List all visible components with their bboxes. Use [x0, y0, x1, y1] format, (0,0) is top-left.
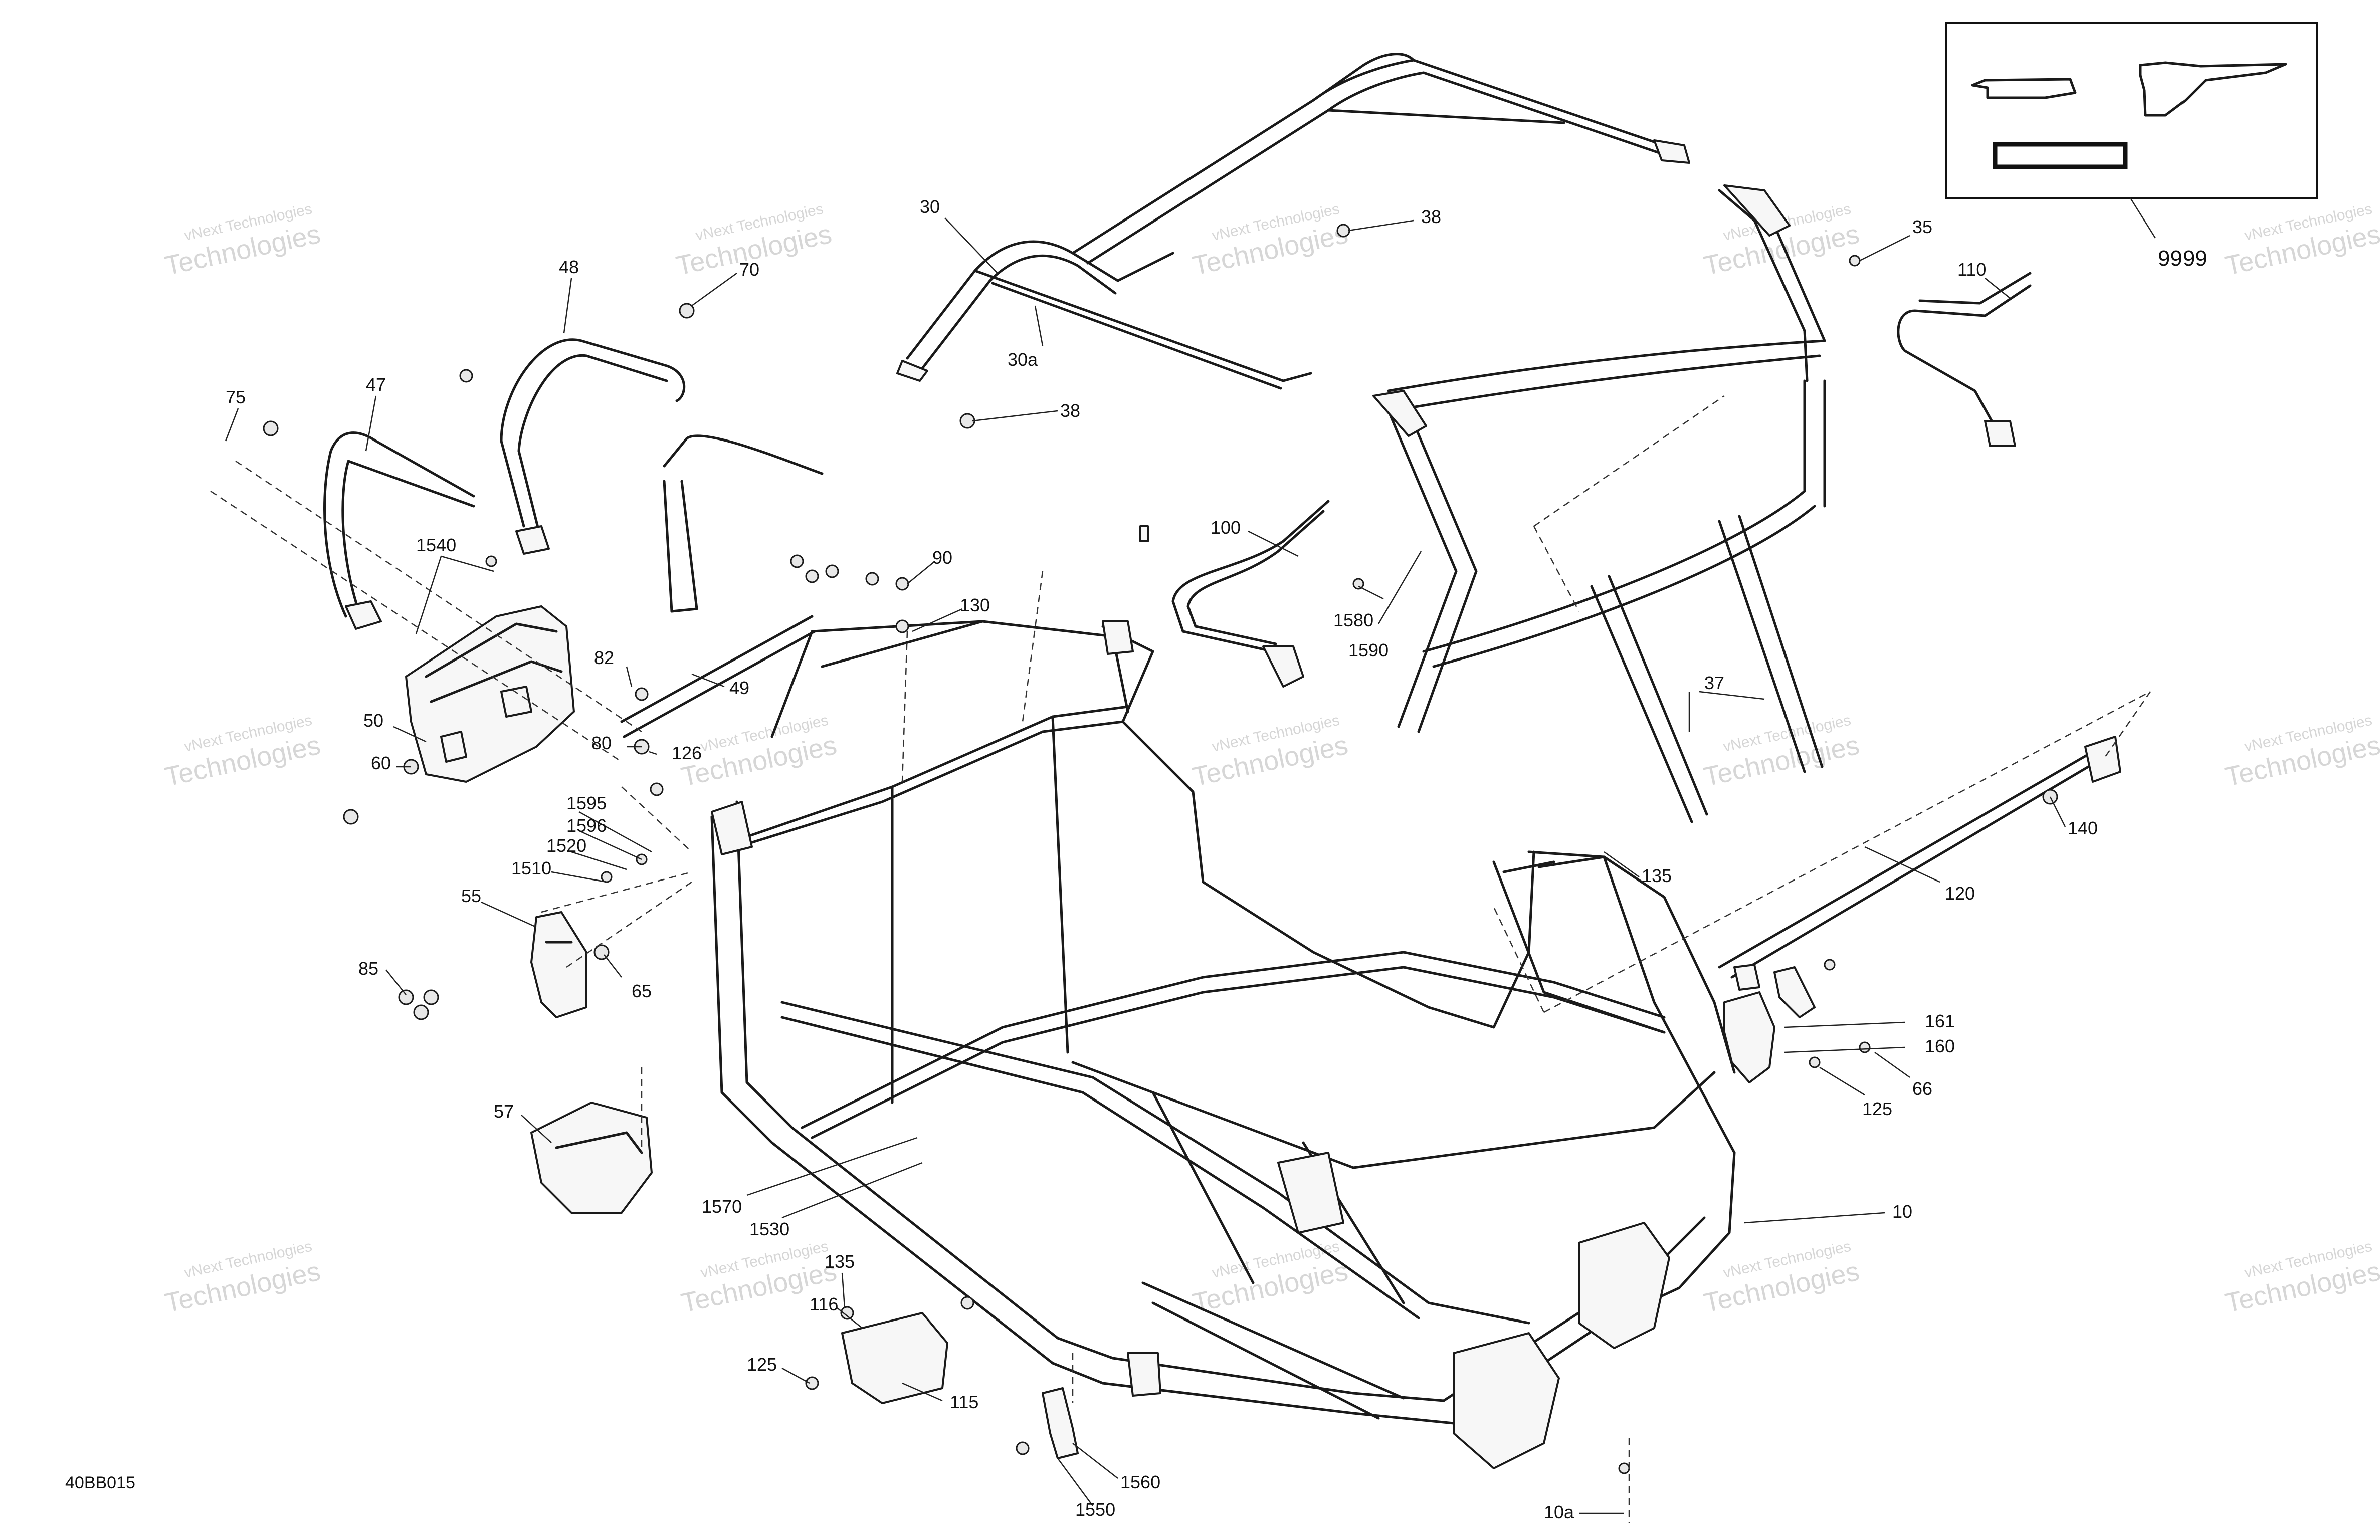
callout-1580: 1580 [1333, 610, 1373, 630]
callout-82: 82 [594, 647, 614, 668]
leader-lines [225, 217, 2066, 1514]
callout-38: 38 [1060, 400, 1080, 421]
watermark: vNext Technologies Technologies [1190, 201, 1351, 281]
callout-66: 66 [1912, 1078, 1932, 1099]
callout-38: 38 [1421, 206, 1441, 227]
watermark: vNext Technologies Technologies [2223, 201, 2380, 281]
callout-130: 130 [960, 595, 990, 615]
callout-1540: 1540 [416, 535, 456, 555]
bracket-161-160[interactable] [1723, 966, 1816, 1083]
callout-49: 49 [729, 678, 749, 698]
watermark: vNext Technologies Technologies [1190, 712, 1351, 792]
callout-10: 10 [1892, 1201, 1912, 1222]
assembly-lines [210, 395, 2151, 1523]
callout-70: 70 [739, 259, 759, 280]
kit-decal-icons [1971, 61, 2287, 169]
callout-115: 115 [950, 1392, 978, 1412]
callout-140: 140 [2068, 818, 2098, 838]
callout-30: 30 [920, 196, 940, 217]
bracket-57[interactable] [530, 1102, 653, 1214]
roll-cage[interactable] [896, 53, 1826, 733]
watermark: vNext Technologies Technologies [162, 712, 323, 792]
watermark: vNext Technologies Technologies [2223, 1238, 2380, 1318]
callout-1520: 1520 [546, 835, 586, 856]
callout-10a: 10a [1544, 1502, 1574, 1522]
callout-1530: 1530 [749, 1219, 789, 1239]
watermark: vNext Technologies Technologies [162, 1238, 323, 1318]
callout-160: 160 [1925, 1036, 1955, 1056]
callout-1596: 1596 [566, 815, 607, 836]
bracket-115[interactable] [841, 1312, 948, 1404]
callout-120: 120 [1945, 883, 1975, 904]
callout-110: 110 [1957, 259, 1986, 280]
callout-75: 75 [226, 387, 246, 407]
bracket-55[interactable] [530, 911, 587, 1018]
callout-60: 60 [371, 753, 391, 773]
callout-65: 65 [632, 981, 652, 1001]
callout-50: 50 [363, 710, 383, 731]
callout-47: 47 [366, 374, 386, 395]
struts-37[interactable] [1590, 515, 1824, 823]
front-bar-47[interactable] [323, 431, 550, 630]
callout-35: 35 [1912, 216, 1932, 237]
callout-1560: 1560 [1120, 1472, 1160, 1492]
callout-90: 90 [932, 547, 952, 568]
callout-9999: 9999 [2158, 246, 2207, 271]
callout-135: 135 [1642, 865, 1672, 886]
callout-85: 85 [358, 958, 378, 979]
main-frame-10[interactable] [710, 620, 1736, 1469]
kit-box[interactable]: 9999 [1945, 22, 2318, 271]
side-rail-120[interactable] [1718, 736, 2121, 991]
callout-30a: 30a [1008, 349, 1038, 370]
callout-1595: 1595 [566, 793, 607, 813]
callout-1590: 1590 [1348, 640, 1389, 661]
bumper-bracket-50[interactable] [405, 605, 575, 783]
callout-1570: 1570 [702, 1196, 742, 1217]
callout-125: 125 [1862, 1098, 1892, 1119]
watermark: vNext Technologies Technologies [1701, 712, 1862, 792]
callout-135: 135 [825, 1251, 855, 1272]
callout-55: 55 [461, 886, 481, 906]
callout-80: 80 [591, 733, 612, 753]
callout-48: 48 [559, 257, 579, 277]
cross-bar-49[interactable] [620, 615, 816, 738]
watermark: vNext Technologies Technologies [1701, 1238, 1862, 1318]
drawing-code: 40BB015 [65, 1473, 135, 1492]
side-bar-100[interactable] [1171, 500, 1330, 688]
callout-116: 116 [810, 1294, 838, 1314]
callout-126: 126 [672, 743, 702, 763]
callout-161: 161 [1925, 1011, 1955, 1031]
callout-125: 125 [747, 1354, 777, 1375]
watermark: vNext Technologies Technologies [162, 201, 323, 281]
bracket-1550-1560[interactable] [1042, 1387, 1079, 1459]
callout-37: 37 [1704, 673, 1724, 693]
fasteners [263, 224, 2058, 1474]
callout-1550: 1550 [1075, 1499, 1115, 1520]
watermark: vNext Technologies Technologies [2223, 712, 2380, 792]
watermark: vNext Technologies Technologies [1190, 1238, 1351, 1318]
callout-100: 100 [1211, 517, 1241, 538]
front-bar-48[interactable] [500, 338, 824, 613]
callout-1510: 1510 [511, 858, 551, 878]
callouts: 30 30a 38 38 35 110 48 70 47 75 1540 100… [226, 196, 2098, 1522]
callout-57: 57 [494, 1101, 514, 1122]
side-bar-110[interactable] [1897, 272, 2032, 447]
